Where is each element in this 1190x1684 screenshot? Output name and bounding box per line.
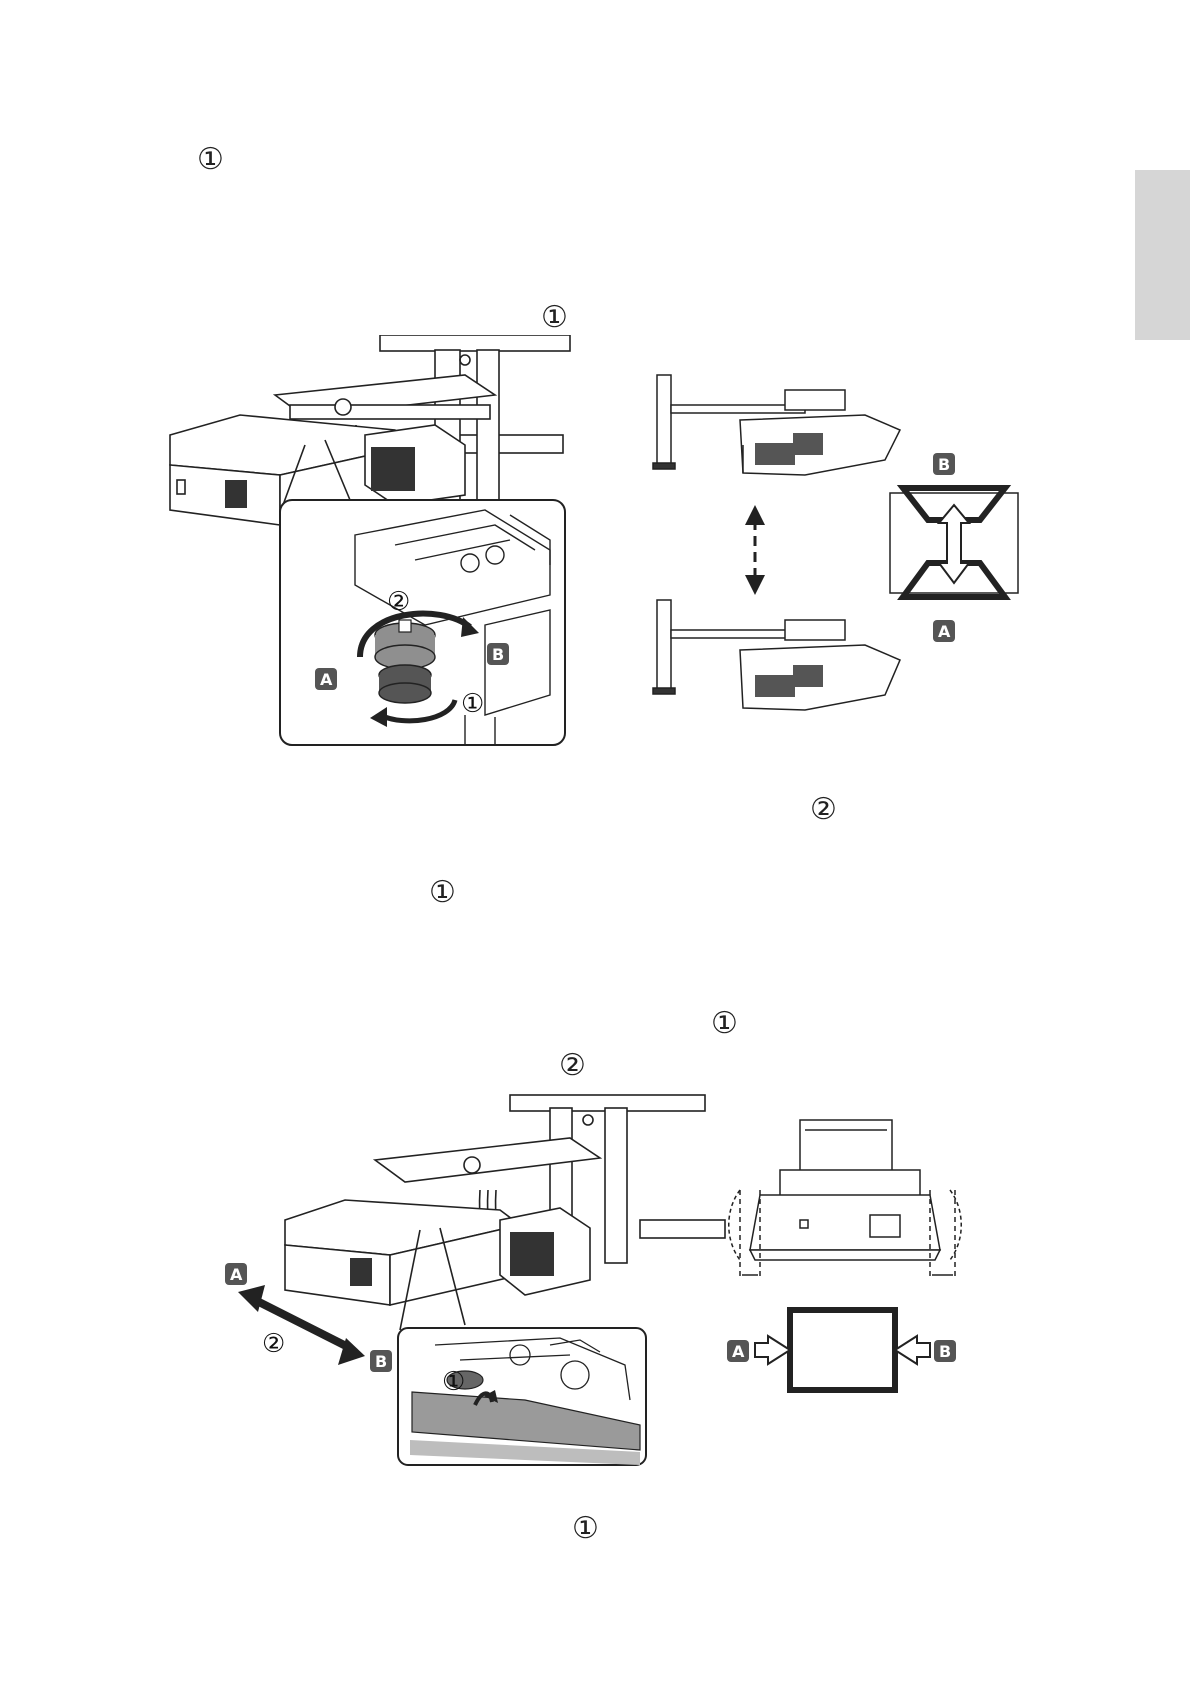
screen-label-b: B xyxy=(938,455,950,474)
step-marker-5: ① xyxy=(711,1009,738,1039)
keystone-screen: B A xyxy=(890,453,1018,642)
inset-number-1: ① xyxy=(442,1367,465,1397)
label-b: B xyxy=(375,1352,387,1371)
shift-screen: A B xyxy=(727,1310,956,1390)
side-tab xyxy=(1135,170,1190,340)
inset-number-2: ② xyxy=(387,587,410,617)
side-view-top xyxy=(653,375,900,475)
vertical-arrow xyxy=(745,505,765,595)
horizontal-adjust-svg: A B ② ① xyxy=(220,1090,980,1470)
inset-label-a: A xyxy=(320,670,333,689)
horizontal-adjust-figure: A B ② ① xyxy=(220,1090,980,1470)
screen-label-b: B xyxy=(939,1342,951,1361)
slide-inset: ① xyxy=(398,1328,646,1465)
step-marker-4: ① xyxy=(429,878,456,908)
step-marker-2: ① xyxy=(541,303,568,333)
vertical-adjust-svg: ② ① A B xyxy=(165,335,1045,790)
vertical-adjust-figure: ② ① A B xyxy=(165,335,1045,790)
label-a: A xyxy=(230,1265,243,1284)
screen-label-a: A xyxy=(732,1342,745,1361)
inset-label-b: B xyxy=(492,645,504,664)
side-view-bottom xyxy=(653,600,900,710)
knob-inset: ② ① A B xyxy=(280,500,565,745)
screen-label-a: A xyxy=(938,622,951,641)
step-marker-7: ① xyxy=(572,1514,599,1544)
bottom-view xyxy=(729,1120,962,1280)
step-marker-1: ① xyxy=(197,145,224,175)
inset-number-1: ① xyxy=(461,689,484,719)
step-marker-3: ② xyxy=(810,795,837,825)
motion-number-2: ② xyxy=(262,1329,285,1359)
step-marker-6: ② xyxy=(559,1051,586,1081)
